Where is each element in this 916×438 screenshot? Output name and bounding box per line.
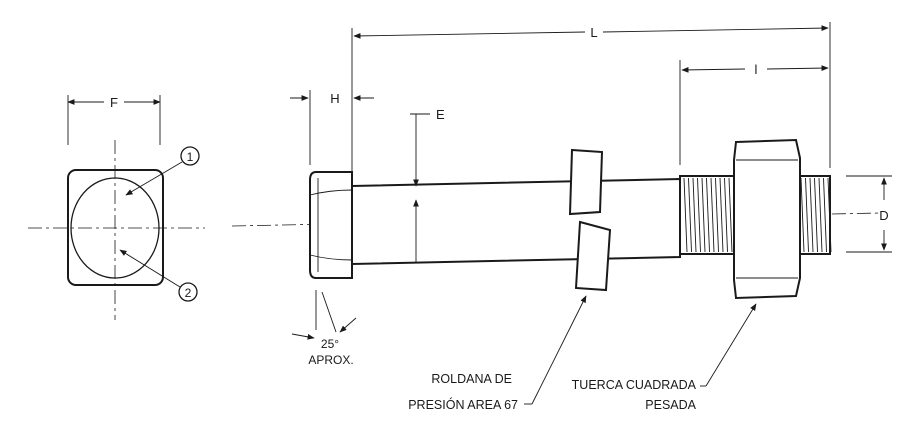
dim-label-f: F [110, 95, 118, 110]
thread-line [827, 177, 832, 253]
washer-label-line1: ROLDANA DE [431, 372, 512, 386]
thread-line [800, 177, 805, 253]
thread-line [818, 177, 823, 253]
thread-line [719, 177, 724, 253]
square-nut [733, 138, 801, 300]
bolt-shank [351, 177, 681, 266]
bolt-side-view [231, 138, 881, 300]
dim-label-l: L [590, 25, 597, 40]
thread-line [724, 177, 728, 253]
thread-line [697, 177, 701, 253]
head-end-view: F 1 2 [28, 95, 205, 320]
nut-leader [705, 303, 757, 387]
part-labels: ROLDANA DE PRESIÓN AREA 67 TUERCA CUADRA… [408, 295, 757, 412]
nut-label-line1: TUERCA CUADRADA [572, 378, 697, 392]
thread-lines [683, 177, 832, 253]
callout-2-label: 2 [185, 286, 192, 300]
thread-line [814, 177, 818, 253]
thread-line [692, 177, 697, 253]
thread-line [728, 177, 733, 253]
thread-line [701, 177, 706, 253]
lock-washer-lower [574, 220, 612, 292]
callout-1-label: 1 [187, 150, 194, 164]
l-dim-line-right [602, 25, 829, 33]
thread-line [710, 177, 715, 253]
head-fillet-top [309, 189, 353, 196]
washer-label-line2: PRESIÓN AREA 67 [408, 397, 518, 412]
angle-arrow-right [339, 317, 357, 333]
thread-line [823, 177, 827, 253]
thread-dim-line-right [766, 65, 829, 71]
callout-1-circle [180, 146, 200, 166]
callout-1-leader [125, 161, 183, 196]
angle-extension-slanted [321, 291, 337, 333]
l-dim-line-left [353, 31, 586, 39]
dim-label-d: D [879, 208, 888, 223]
dim-label-thread-length: l [755, 62, 758, 77]
thread-line [805, 177, 809, 253]
thread-line [809, 177, 814, 253]
thread-line [715, 177, 719, 253]
angle-arrow-left [291, 333, 315, 340]
nut-label-line2: PESADA [645, 398, 696, 412]
bolt-head [309, 171, 353, 279]
head-fillet-bottom [309, 254, 353, 261]
callout-2-leader [119, 249, 181, 288]
thread-line [683, 177, 688, 253]
dimension-lines: L l H E D 25° APROX. [290, 22, 892, 367]
thread-line [688, 177, 692, 253]
thread-line [706, 177, 710, 253]
dim-label-h: H [330, 91, 339, 106]
angle-note: APROX. [308, 353, 353, 367]
lock-washer-upper [568, 148, 604, 216]
thread-dim-line-left [681, 67, 746, 73]
callout-2-circle [178, 282, 198, 302]
dim-label-e: E [436, 107, 445, 122]
washer-leader [531, 295, 587, 405]
square-head-outline [67, 169, 164, 286]
angle-value: 25° [321, 337, 339, 351]
